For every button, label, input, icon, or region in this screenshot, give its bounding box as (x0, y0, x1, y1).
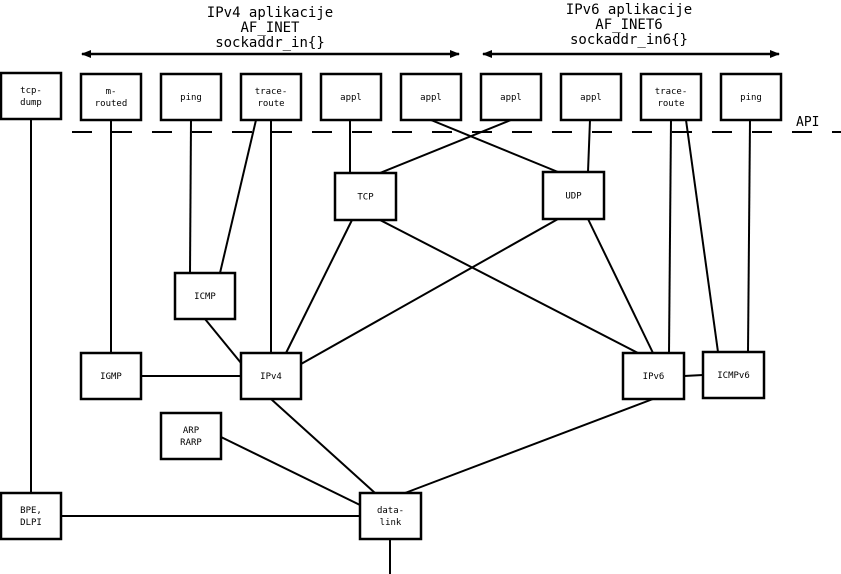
node-label: data- (377, 506, 404, 516)
node-box (79, 351, 143, 401)
node-label: trace- (655, 87, 688, 97)
node-box (319, 72, 383, 122)
node-box (701, 350, 766, 400)
nodes: tcp-dump m-routed ping trace-route appl appl a… (0, 71, 783, 541)
node-box (159, 411, 223, 461)
node-label: ICMPv6 (717, 371, 750, 381)
edge-icmp-to-ipv4 (204, 318, 242, 364)
node-tcp: TCP (333, 171, 398, 222)
node-icmp: ICMP (173, 271, 237, 321)
node-bpf: BPE, DLPI (0, 491, 63, 541)
node-box (479, 72, 543, 122)
node-label: UDP (565, 192, 582, 202)
node-box (541, 170, 606, 221)
edge-traceroute6-to-ipv6 (668, 119, 672, 354)
node-udp: UDP (541, 170, 606, 221)
node-label: IGMP (100, 372, 122, 382)
node-ipv6: IPv6 (621, 351, 686, 401)
edge-tcp-to-ipv6 (379, 219, 639, 354)
node-tcpdump: tcp-dump (0, 71, 63, 121)
node-label: DLPI (20, 518, 42, 528)
node-box (621, 351, 686, 401)
node-label: RARP (180, 438, 202, 448)
node-label: routed (95, 99, 128, 109)
node-label: IPv4 (260, 372, 282, 382)
node-box (79, 72, 143, 122)
node-traceroute6: trace-route (639, 72, 703, 122)
edge-ipv6-to-icmpv6 (683, 374, 704, 377)
node-label: appl (420, 93, 442, 103)
node-box (639, 72, 703, 122)
node-label: appl (500, 93, 522, 103)
ipv4-header-line-2: AF_INET (240, 20, 300, 36)
node-datalink: data-link (358, 491, 423, 541)
node-box (399, 72, 463, 122)
node-box (0, 491, 63, 541)
node-ipv4: IPv4 (239, 351, 303, 401)
node-label: tcp- (20, 86, 42, 96)
node-box (559, 72, 623, 122)
node-box (0, 71, 63, 121)
edge-ipv4-to-datalink (270, 398, 376, 494)
node-igmp: IGMP (79, 351, 143, 401)
node-label: IPv6 (643, 372, 665, 382)
edge-appl2-to-udp (430, 119, 559, 173)
node-label: ICMP (194, 292, 216, 302)
node-box (719, 72, 783, 122)
node-icmpv6: ICMPv6 (701, 350, 766, 400)
edge-traceroute6-to-icmpv6 (685, 119, 719, 353)
node-label: appl (340, 93, 362, 103)
edge-ping6-to-icmpv6 (747, 119, 751, 353)
node-label: route (257, 99, 284, 109)
node-label: route (657, 99, 684, 109)
node-traceroute4: trace-route (239, 72, 303, 122)
node-label: dump (20, 98, 42, 108)
node-label: appl (580, 93, 602, 103)
node-label: TCP (357, 193, 374, 203)
edge-traceroute4-to-icmp (219, 119, 257, 274)
node-label: m- (106, 87, 117, 97)
ipv6-header-line-1: IPv6 aplikacije (566, 2, 692, 18)
ipv6-header-line-2: AF_INET6 (595, 17, 662, 33)
node-label: trace- (255, 87, 288, 97)
api-label: API (796, 115, 819, 130)
node-ping4: ping (159, 72, 223, 122)
node-label: BPE, (20, 506, 42, 516)
node-appl2: appl (399, 72, 463, 122)
node-label: ping (740, 93, 762, 103)
node-label: ping (180, 93, 202, 103)
edge-arp-to-datalink (220, 436, 361, 506)
edge-udp-to-ipv4 (300, 218, 559, 365)
edge-ping4-to-icmp (189, 119, 192, 274)
node-box (173, 271, 237, 321)
edge-appl4-to-udp (587, 119, 591, 173)
node-label: link (380, 518, 402, 528)
ipv6-header-line-3: sockaddr_in6{} (570, 32, 688, 48)
node-appl3: appl (479, 72, 543, 122)
node-box (159, 72, 223, 122)
node-box (333, 171, 398, 222)
node-ping6: ping (719, 72, 783, 122)
ipv4-header: IPv4 aplikacije AF_INET sockaddr_in{} (207, 5, 333, 51)
node-label: ARP (183, 426, 200, 436)
ipv6-header: IPv6 aplikacije AF_INET6 sockaddr_in6{} (566, 2, 692, 48)
node-box (239, 351, 303, 401)
edge-appl3-to-tcp (379, 119, 512, 174)
node-mrouted: m-routed (79, 72, 143, 122)
ipv4-header-line-3: sockaddr_in{} (215, 35, 325, 51)
edge-ipv6-to-datalink (404, 398, 654, 494)
edge-udp-to-ipv6 (587, 218, 654, 354)
node-box (358, 491, 423, 541)
node-appl1: appl (319, 72, 383, 122)
edges (30, 119, 751, 574)
ipv4-header-line-1: IPv4 aplikacije (207, 5, 333, 21)
node-appl4: appl (559, 72, 623, 122)
node-box (239, 72, 303, 122)
node-arp: ARP RARP (159, 411, 223, 461)
edge-tcp-to-ipv4 (285, 219, 353, 354)
